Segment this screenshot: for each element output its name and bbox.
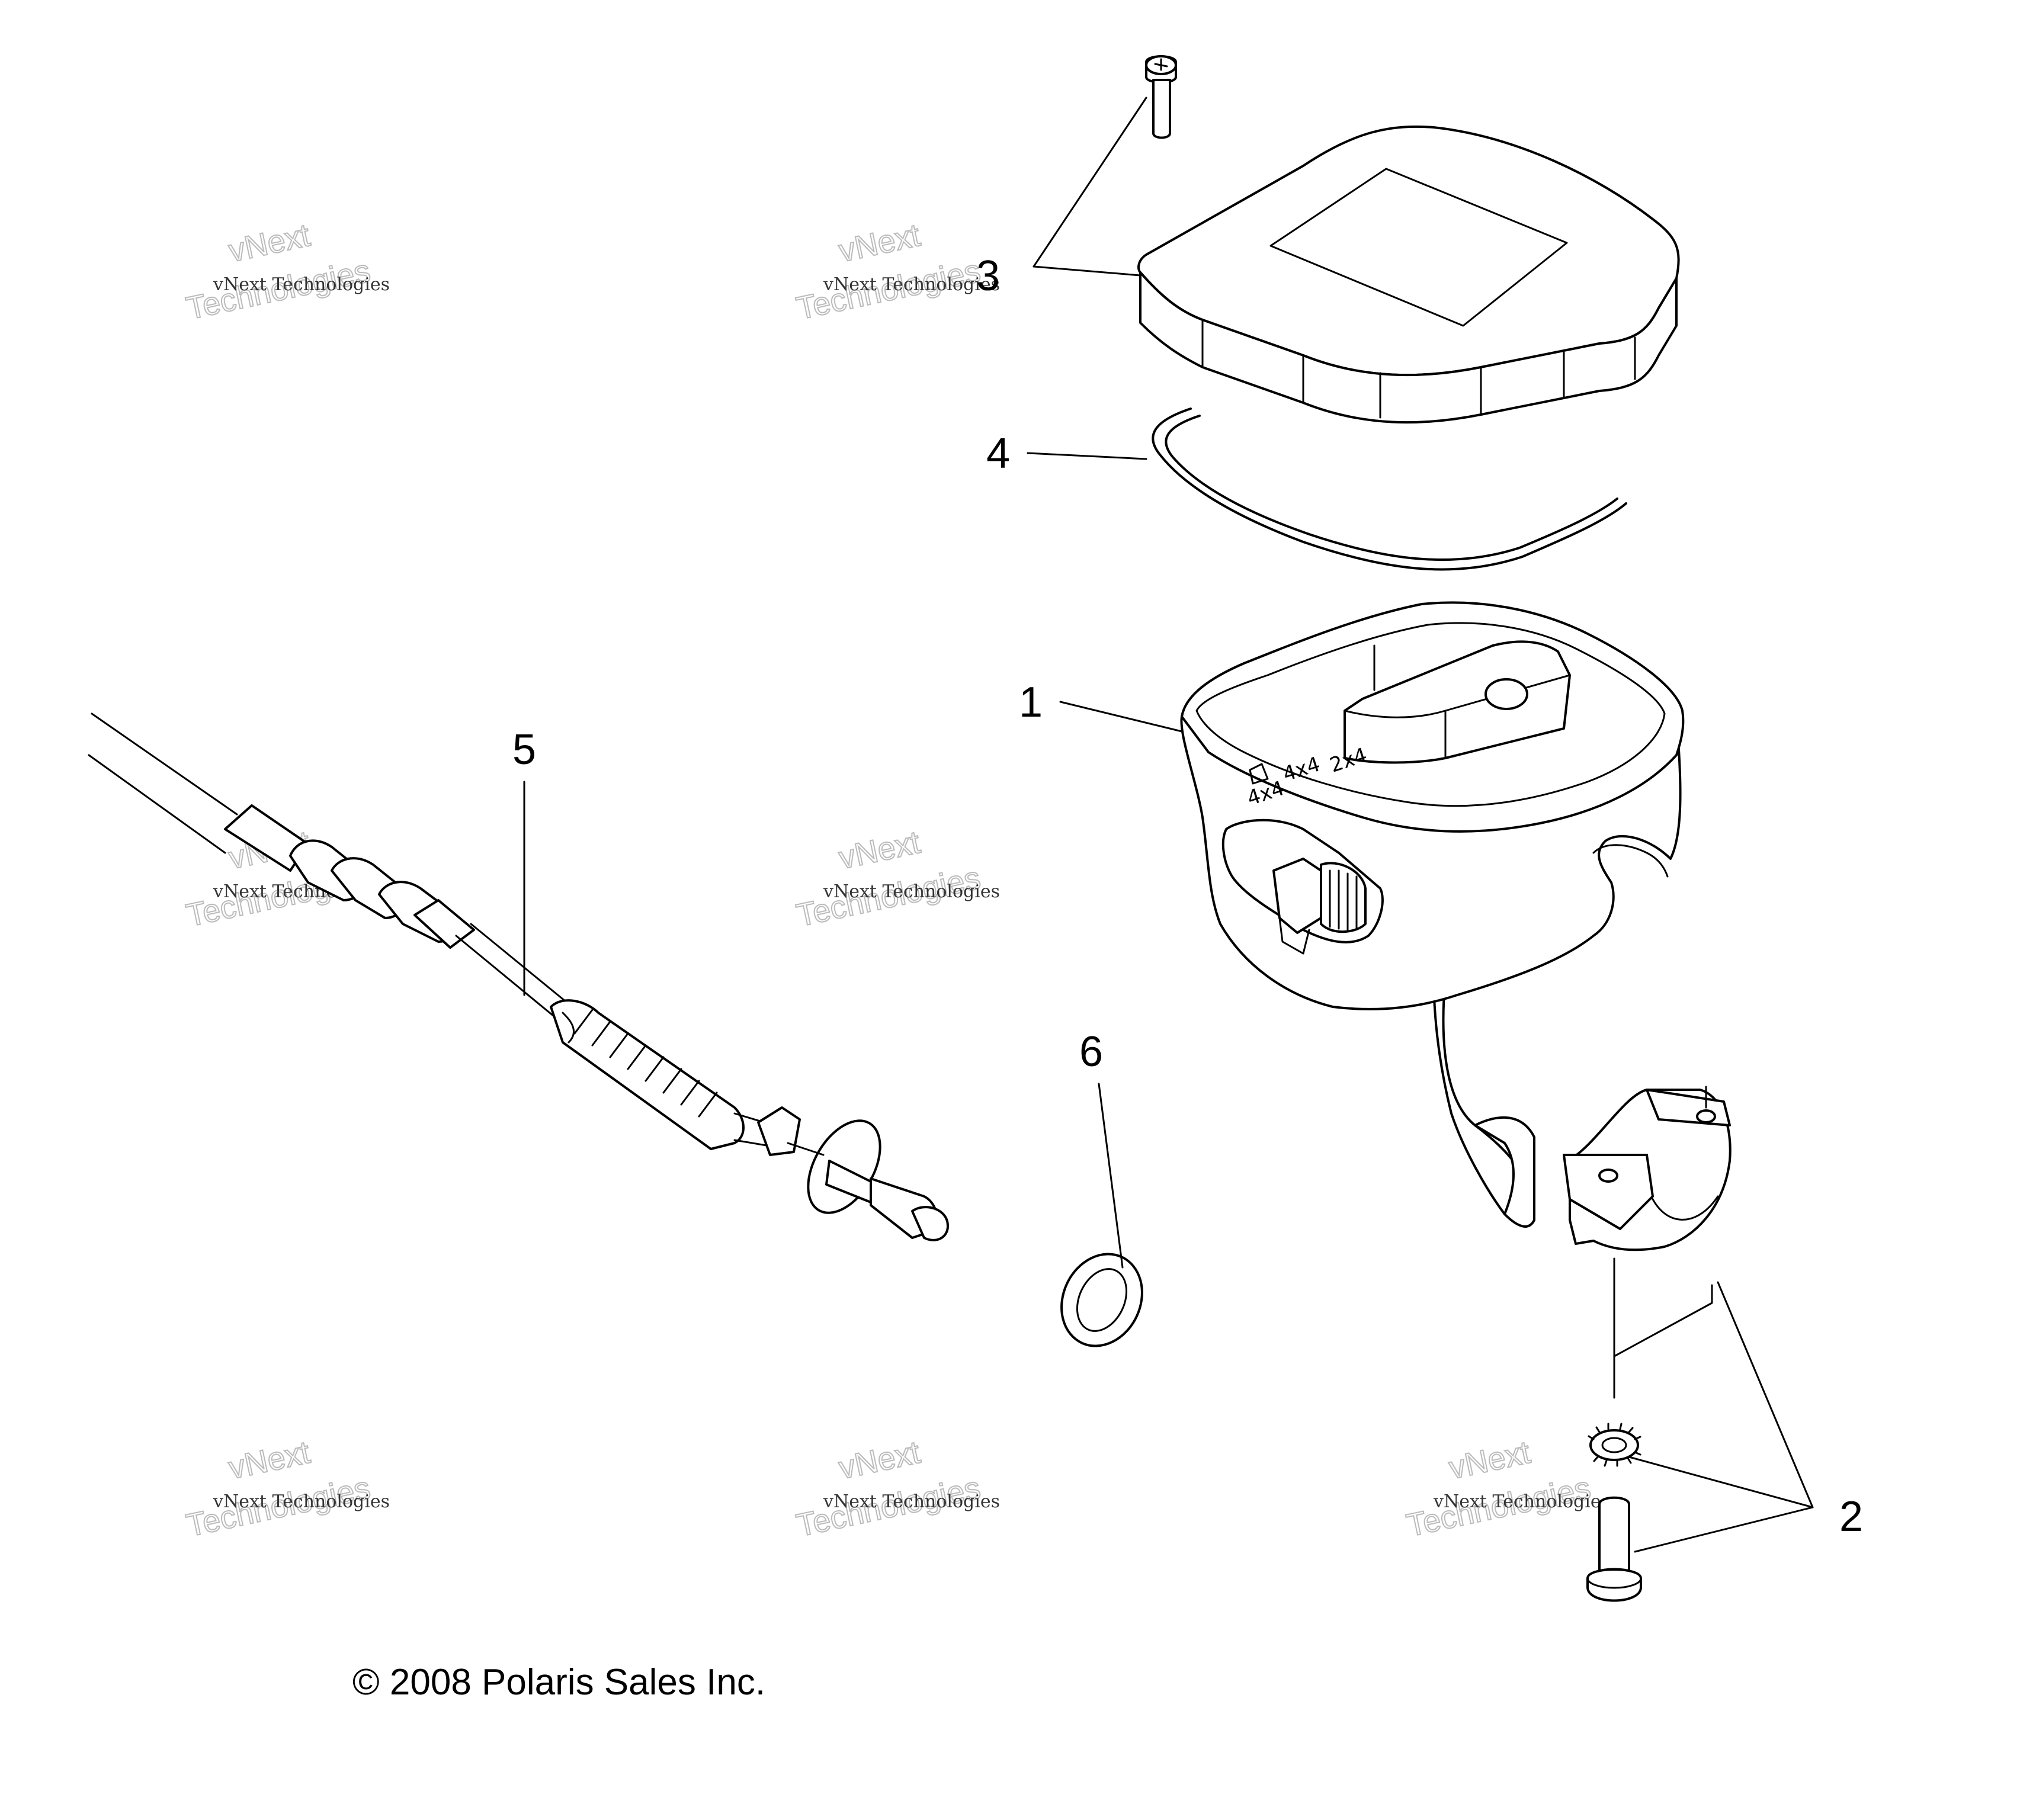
part-3-cover (1137, 125, 1680, 424)
watermark-7-top: vNext (226, 1434, 313, 1486)
watermark-1-text: vNext Technologies (213, 274, 390, 295)
part-1-housing: 4x4 4x4 2x4 (1180, 601, 1685, 1228)
part-3-screw (1145, 55, 1177, 139)
leader-6 (1098, 1083, 1124, 1269)
watermark-2-text: vNext Technologies (823, 274, 1000, 295)
leader-1 (1059, 701, 1183, 733)
watermark-7-text: vNext Technologies (213, 1491, 390, 1512)
leader-lines (523, 97, 1814, 1553)
callout-3: 3 (976, 252, 1000, 300)
callout-1: 1 (1019, 679, 1043, 726)
watermark-5-text: vNext Technologies (823, 881, 1000, 902)
watermark-8: vNext Technologies vNext Technologies (793, 1434, 1000, 1544)
watermark-9-top: vNext (1446, 1434, 1534, 1486)
part-2-clamp (1563, 1086, 1732, 1399)
watermark-5-top: vNext (836, 824, 924, 876)
watermark-2-top: vNext (836, 217, 924, 269)
callout-5: 5 (512, 726, 536, 773)
watermark-5: vNext Technologies vNext Technologies (793, 824, 1000, 934)
watermark-1: vNext Technologies vNext Technologies (182, 217, 390, 327)
leader-2-washer (1628, 1456, 1814, 1508)
copyright-notice: © 2008 Polaris Sales Inc. (352, 1662, 766, 1703)
leader-2-bolt (1634, 1506, 1814, 1553)
part-6-washer (1060, 1253, 1143, 1347)
part-2-washer (1588, 1423, 1641, 1467)
callouts: 3 4 1 5 6 2 (512, 252, 1863, 1540)
callout-4: 4 (986, 430, 1010, 477)
watermark-8-text: vNext Technologies (823, 1491, 1000, 1512)
leader-2-clamp (1717, 1281, 1814, 1508)
leader-3-cover (1033, 265, 1142, 277)
callout-6: 6 (1079, 1028, 1103, 1076)
watermark-8-top: vNext (836, 1434, 924, 1486)
part-2-bolt (1586, 1496, 1642, 1602)
leader-4 (1027, 452, 1147, 460)
callout-2: 2 (1839, 1493, 1863, 1540)
watermark-9: vNext Technologies vNext Technologies (1403, 1434, 1610, 1544)
leader-3-screw (1033, 97, 1147, 268)
watermark-7: vNext Technologies vNext Technologies (182, 1434, 390, 1544)
part-5-cable (88, 712, 949, 1241)
watermark-1-top: vNext (226, 217, 313, 269)
watermark-9-text: vNext Technologies (1433, 1491, 1610, 1512)
watermark-2: vNext Technologies vNext Technologies (793, 217, 1000, 327)
part-4-gasket (1152, 407, 1627, 571)
